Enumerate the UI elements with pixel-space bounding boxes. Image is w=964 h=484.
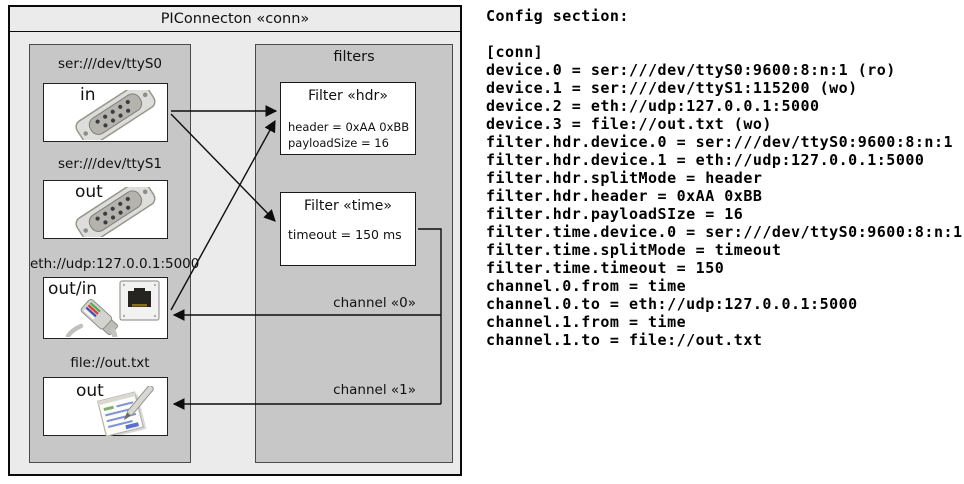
- config-line: device.1 = ser:///dev/ttyS1:115200 (wo): [486, 79, 858, 97]
- config-line: filter.time.splitMode = timeout: [486, 241, 782, 259]
- device-uri-label-file: file://out.txt: [70, 355, 150, 371]
- ethernet-jack-icon: [65, 280, 160, 337]
- config-line: filter.hdr.splitMode = header: [486, 169, 763, 187]
- config-line: device.0 = ser:///dev/ttyS0:9600:8:n:1 (…: [486, 61, 896, 79]
- filter-time-box: Filter «time» timeout = 150 ms: [280, 192, 416, 266]
- config-line: channel.0.to = eth://udp:127.0.0.1:5000: [486, 295, 858, 313]
- component-title: PIConnecton «conn»: [10, 7, 460, 32]
- device-uri-label-ttys0: ser:///dev/ttyS0: [58, 56, 162, 72]
- piconnection-component-box: PIConnecton «conn» ser:///dev/ttyS0 in s…: [8, 5, 462, 476]
- device-direction-label: out/in: [48, 279, 98, 299]
- filter-attr: payloadSize = 16: [288, 135, 389, 150]
- config-line: filter.hdr.device.0 = ser:///dev/ttyS0:9…: [486, 133, 954, 151]
- device-box-ttys0: in: [43, 83, 168, 142]
- serial-connector-icon: [75, 90, 156, 140]
- filters-panel-label: filters: [333, 49, 375, 65]
- notepad-pen-icon: [96, 386, 154, 436]
- filter-time-title: Filter «time»: [304, 198, 392, 214]
- config-line: device.2 = eth://udp:127.0.0.1:5000: [486, 97, 820, 115]
- device-box-file: out: [43, 377, 168, 436]
- config-line: filter.hdr.device.1 = eth://udp:127.0.0.…: [486, 151, 925, 169]
- filter-hdr-box: Filter «hdr» header = 0xAA 0xBB payloadS…: [280, 82, 416, 155]
- channel-1-label: channel «1»: [333, 382, 416, 398]
- config-line: filter.time.device.0 = ser:///dev/ttyS0:…: [486, 223, 963, 241]
- config-line: channel.1.to = file://out.txt: [486, 331, 763, 349]
- device-uri-label-eth: eth://udp:127.0.0.1:5000: [30, 256, 200, 272]
- config-line: channel.1.from = time: [486, 313, 687, 331]
- config-line: device.3 = file://out.txt (wo): [486, 115, 772, 133]
- filters-panel: filters Filter «hdr» header = 0xAA 0xBB …: [255, 44, 453, 463]
- filter-hdr-attributes: header = 0xAA 0xBB payloadSize = 16: [288, 120, 409, 151]
- device-direction-label: out: [75, 182, 103, 202]
- channel-0-label: channel «0»: [333, 295, 416, 311]
- device-direction-label: in: [80, 85, 96, 105]
- device-uri-label-ttys1: ser:///dev/ttyS1: [58, 156, 162, 172]
- device-box-eth: out/in: [43, 277, 168, 339]
- serial-connector-icon: [75, 187, 156, 237]
- config-line: channel.0.from = time: [486, 277, 687, 295]
- config-heading: Config section:: [486, 7, 629, 25]
- config-section: Config section: [conn] device.0 = ser://…: [486, 7, 964, 349]
- device-direction-label: out: [76, 381, 104, 401]
- config-line: filter.time.timeout = 150: [486, 259, 725, 277]
- config-lines: [conn] device.0 = ser:///dev/ttyS0:9600:…: [486, 43, 964, 349]
- filter-attr: timeout = 150 ms: [288, 227, 402, 242]
- config-line: [conn]: [486, 43, 544, 61]
- config-line: filter.hdr.header = 0xAA 0xBB: [486, 187, 763, 205]
- device-box-ttys1: out: [43, 180, 168, 239]
- config-line: filter.hdr.payloadSIze = 16: [486, 205, 744, 223]
- filter-time-attributes: timeout = 150 ms: [288, 227, 402, 243]
- filter-attr: header = 0xAA 0xBB: [288, 120, 410, 134]
- devices-panel: ser:///dev/ttyS0 in ser:///dev/ttyS1 out: [29, 44, 200, 463]
- filter-hdr-title: Filter «hdr»: [308, 88, 388, 104]
